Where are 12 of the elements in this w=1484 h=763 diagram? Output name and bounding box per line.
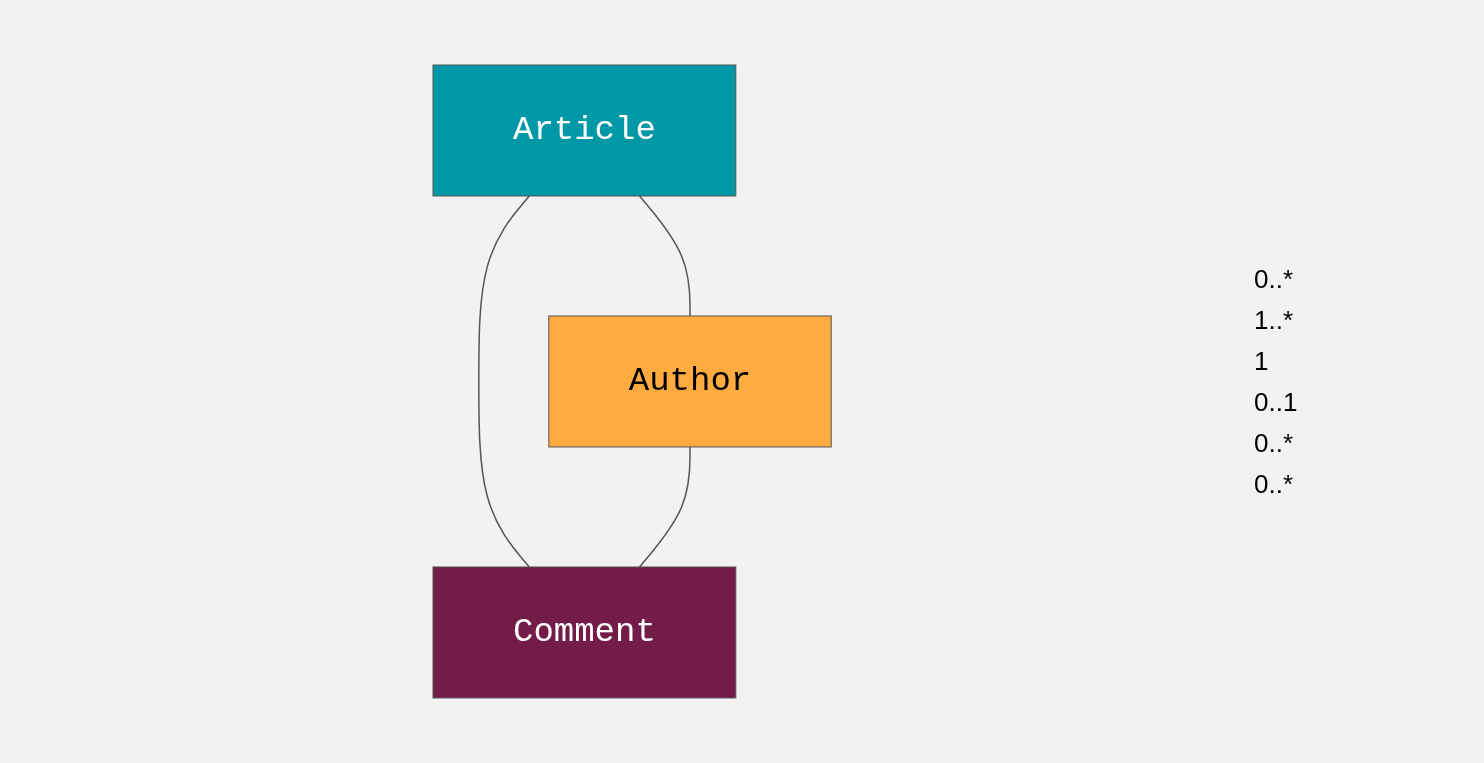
multiplicity-label: 0..* <box>1254 468 1295 500</box>
node-box: Author <box>548 315 832 448</box>
connector <box>638 446 691 568</box>
node-box: Article <box>432 64 737 197</box>
multiplicity-label: 0..1 <box>1254 386 1299 418</box>
multiplicity-label: 1 <box>1254 345 1270 377</box>
node-box: Comment <box>432 566 737 699</box>
connector <box>638 195 691 317</box>
multiplicity-label: 0..* <box>1254 427 1295 459</box>
connector <box>477 195 530 568</box>
multiplicity-label: 1..* <box>1254 304 1295 336</box>
multiplicity-label: 0..* <box>1254 263 1295 295</box>
